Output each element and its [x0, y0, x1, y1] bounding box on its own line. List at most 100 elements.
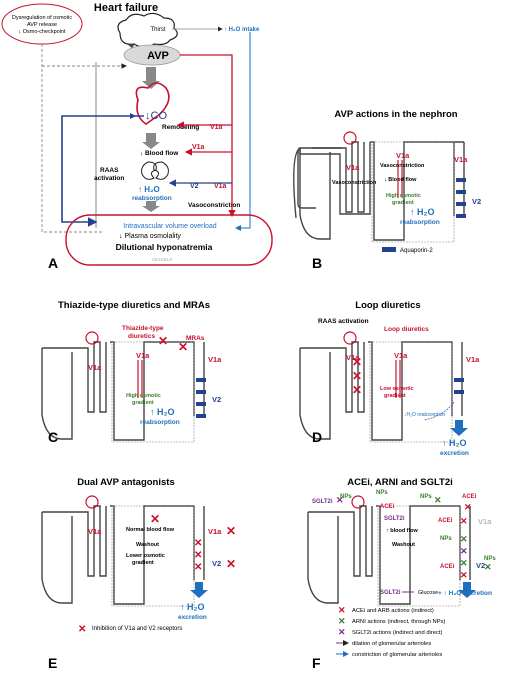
interstitium-b	[371, 141, 455, 243]
h2o-reab-1: ↑ H₂O	[138, 185, 160, 194]
f-legend-x-red: ✕	[338, 605, 346, 615]
e-x-5: ✕	[194, 562, 202, 573]
b-v1a-c: V1a	[454, 155, 468, 164]
c-aqp-4	[196, 414, 206, 418]
panel-b-letter: B	[312, 255, 322, 271]
panel-f: ACEi, ARNI and SGLT2i SGLT2i ✕ NPs NPs N…	[307, 477, 496, 671]
glomerulus-c	[85, 331, 99, 345]
panel-e-letter: E	[48, 655, 57, 671]
blood-flow-label: ↓ Blood flow	[140, 150, 179, 157]
e-v1a-a: V1a	[88, 527, 102, 536]
f-acei-d: ACEi	[440, 564, 455, 570]
c-aqp-3	[196, 402, 206, 406]
b-aqp-3	[456, 202, 466, 206]
c-h2o-1: ↑ H₂O	[150, 407, 175, 417]
e-normal-flow: Normal blood flow	[126, 527, 175, 533]
b-aqp-2	[456, 190, 466, 194]
c-v1a-c: V1a	[208, 355, 222, 364]
osmo-dashed-loop	[41, 44, 102, 233]
interstitium-c	[111, 341, 195, 443]
e-h2o-1: ↑ H₂O	[180, 602, 205, 612]
f-legend-1: ARNI actions (indirect, through NPs)	[352, 619, 445, 625]
e-x-1: ✕	[150, 512, 160, 526]
panel-a-letter: A	[48, 255, 58, 271]
f-acei-b: ACEi	[380, 504, 395, 510]
b-v1a-b: V1a	[396, 151, 410, 160]
c-aqp-2	[196, 390, 206, 394]
vessels-label: VESSELS	[152, 257, 173, 262]
b-aqp-4	[456, 214, 466, 218]
e-lower-2: gradient	[132, 560, 154, 566]
panel-a: Heart failure Dysregulation of osmotic A…	[1, 2, 273, 271]
f-nps-b: NPs	[376, 490, 388, 496]
f-x-red-3: ✕	[460, 570, 468, 580]
f-nps-c: NPs	[420, 494, 432, 500]
f-nps-a: NPs	[340, 494, 352, 500]
c-high-osm-2: gradient	[132, 400, 154, 406]
e-legend-x: ✕	[78, 624, 86, 635]
c-v1a-b: V1a	[136, 351, 150, 360]
navy-head	[130, 113, 136, 119]
heart-icon	[135, 82, 170, 125]
e-blue-arrow	[190, 582, 208, 598]
thirst-cloud	[117, 12, 178, 48]
navy-co-line	[61, 115, 144, 227]
osmo-text-2: AVP release	[27, 22, 57, 28]
b-v1a-a: V1a	[346, 163, 360, 172]
nephron-d	[299, 341, 463, 441]
d-x-1: ✕	[352, 355, 362, 369]
e-v1a-b: V1a	[208, 527, 222, 536]
f-x-purple-1: ✕	[336, 495, 344, 505]
d-aqp-1	[454, 378, 464, 382]
avp-label: AVP	[147, 50, 169, 62]
f-sglt2i-b: SGLT2i	[384, 516, 405, 522]
f-blood-flow: ↑ blood flow	[386, 528, 418, 534]
f-legend-x-green: ✕	[338, 616, 346, 626]
d-h2o-1: ↑ H₂O	[442, 438, 467, 448]
d-loop: Loop diuretics	[384, 326, 429, 333]
f-nps-e: NPs	[440, 536, 452, 542]
b-blood-flow: ↓ Blood flow	[384, 177, 417, 183]
glomerulus-b	[343, 131, 357, 145]
f-x-green-2: ✕	[460, 534, 468, 544]
interstitium-d	[369, 341, 453, 443]
d-h2o-reab-small: ↓H₂O reabsorption	[404, 412, 445, 418]
d-v1a-b: V1a	[394, 351, 408, 360]
interstitium-e	[111, 505, 195, 607]
e-lower-1: Lower osmotic	[126, 553, 165, 559]
panel-f-letter: F	[312, 655, 321, 671]
panel-f-title: ACEi, ARNI and SGLT2i	[347, 477, 453, 488]
f-sglt2i-c: SGLT2i	[380, 590, 401, 596]
e-inhibition: Inhibition of V1a and V2 receptors	[92, 626, 182, 632]
f-x-green-4: ✕	[484, 562, 492, 572]
c-thiazide-2: diuretics	[128, 333, 155, 340]
d-aqp-2	[454, 390, 464, 394]
plus-sign: +	[120, 63, 124, 70]
f-excretion: + ↑ H₂O excretion	[438, 590, 492, 597]
nephron-b-loop	[293, 147, 342, 240]
b-legend-aqp	[382, 247, 396, 252]
nephron-c	[41, 341, 205, 441]
f-legend-2: SGLT2i actions (indirect and direct)	[352, 630, 442, 636]
f-acei-a: ACEi	[462, 494, 477, 500]
c-v2: V2	[212, 395, 221, 404]
f-blue-arrow	[458, 582, 476, 598]
c-x-2: ✕	[178, 340, 188, 354]
gray-arrow-2	[142, 133, 160, 149]
e-v2: V2	[212, 559, 221, 568]
vessels-box	[65, 214, 273, 266]
b-v2: V2	[472, 197, 481, 206]
kidney-icon	[141, 161, 157, 180]
f-washout: Washout	[392, 542, 415, 548]
v1a-blood-flow: V1a	[192, 144, 205, 151]
c-mras: MRAs	[186, 335, 205, 342]
f-v1a: V1a	[478, 517, 492, 526]
nephron-f	[307, 505, 471, 605]
f-legend-0: ACEi and ARB actions (indirect)	[352, 608, 434, 614]
f-legend-3: dilation of glomerular arterioles	[352, 641, 431, 647]
vasoconstriction-label: Vasoconstriction	[188, 202, 240, 209]
d-raas: RAAS activation	[318, 318, 369, 325]
v1a-vaso: V1a	[214, 183, 227, 190]
b-vasoconstriction-c: Vasoconstriction	[380, 163, 425, 169]
